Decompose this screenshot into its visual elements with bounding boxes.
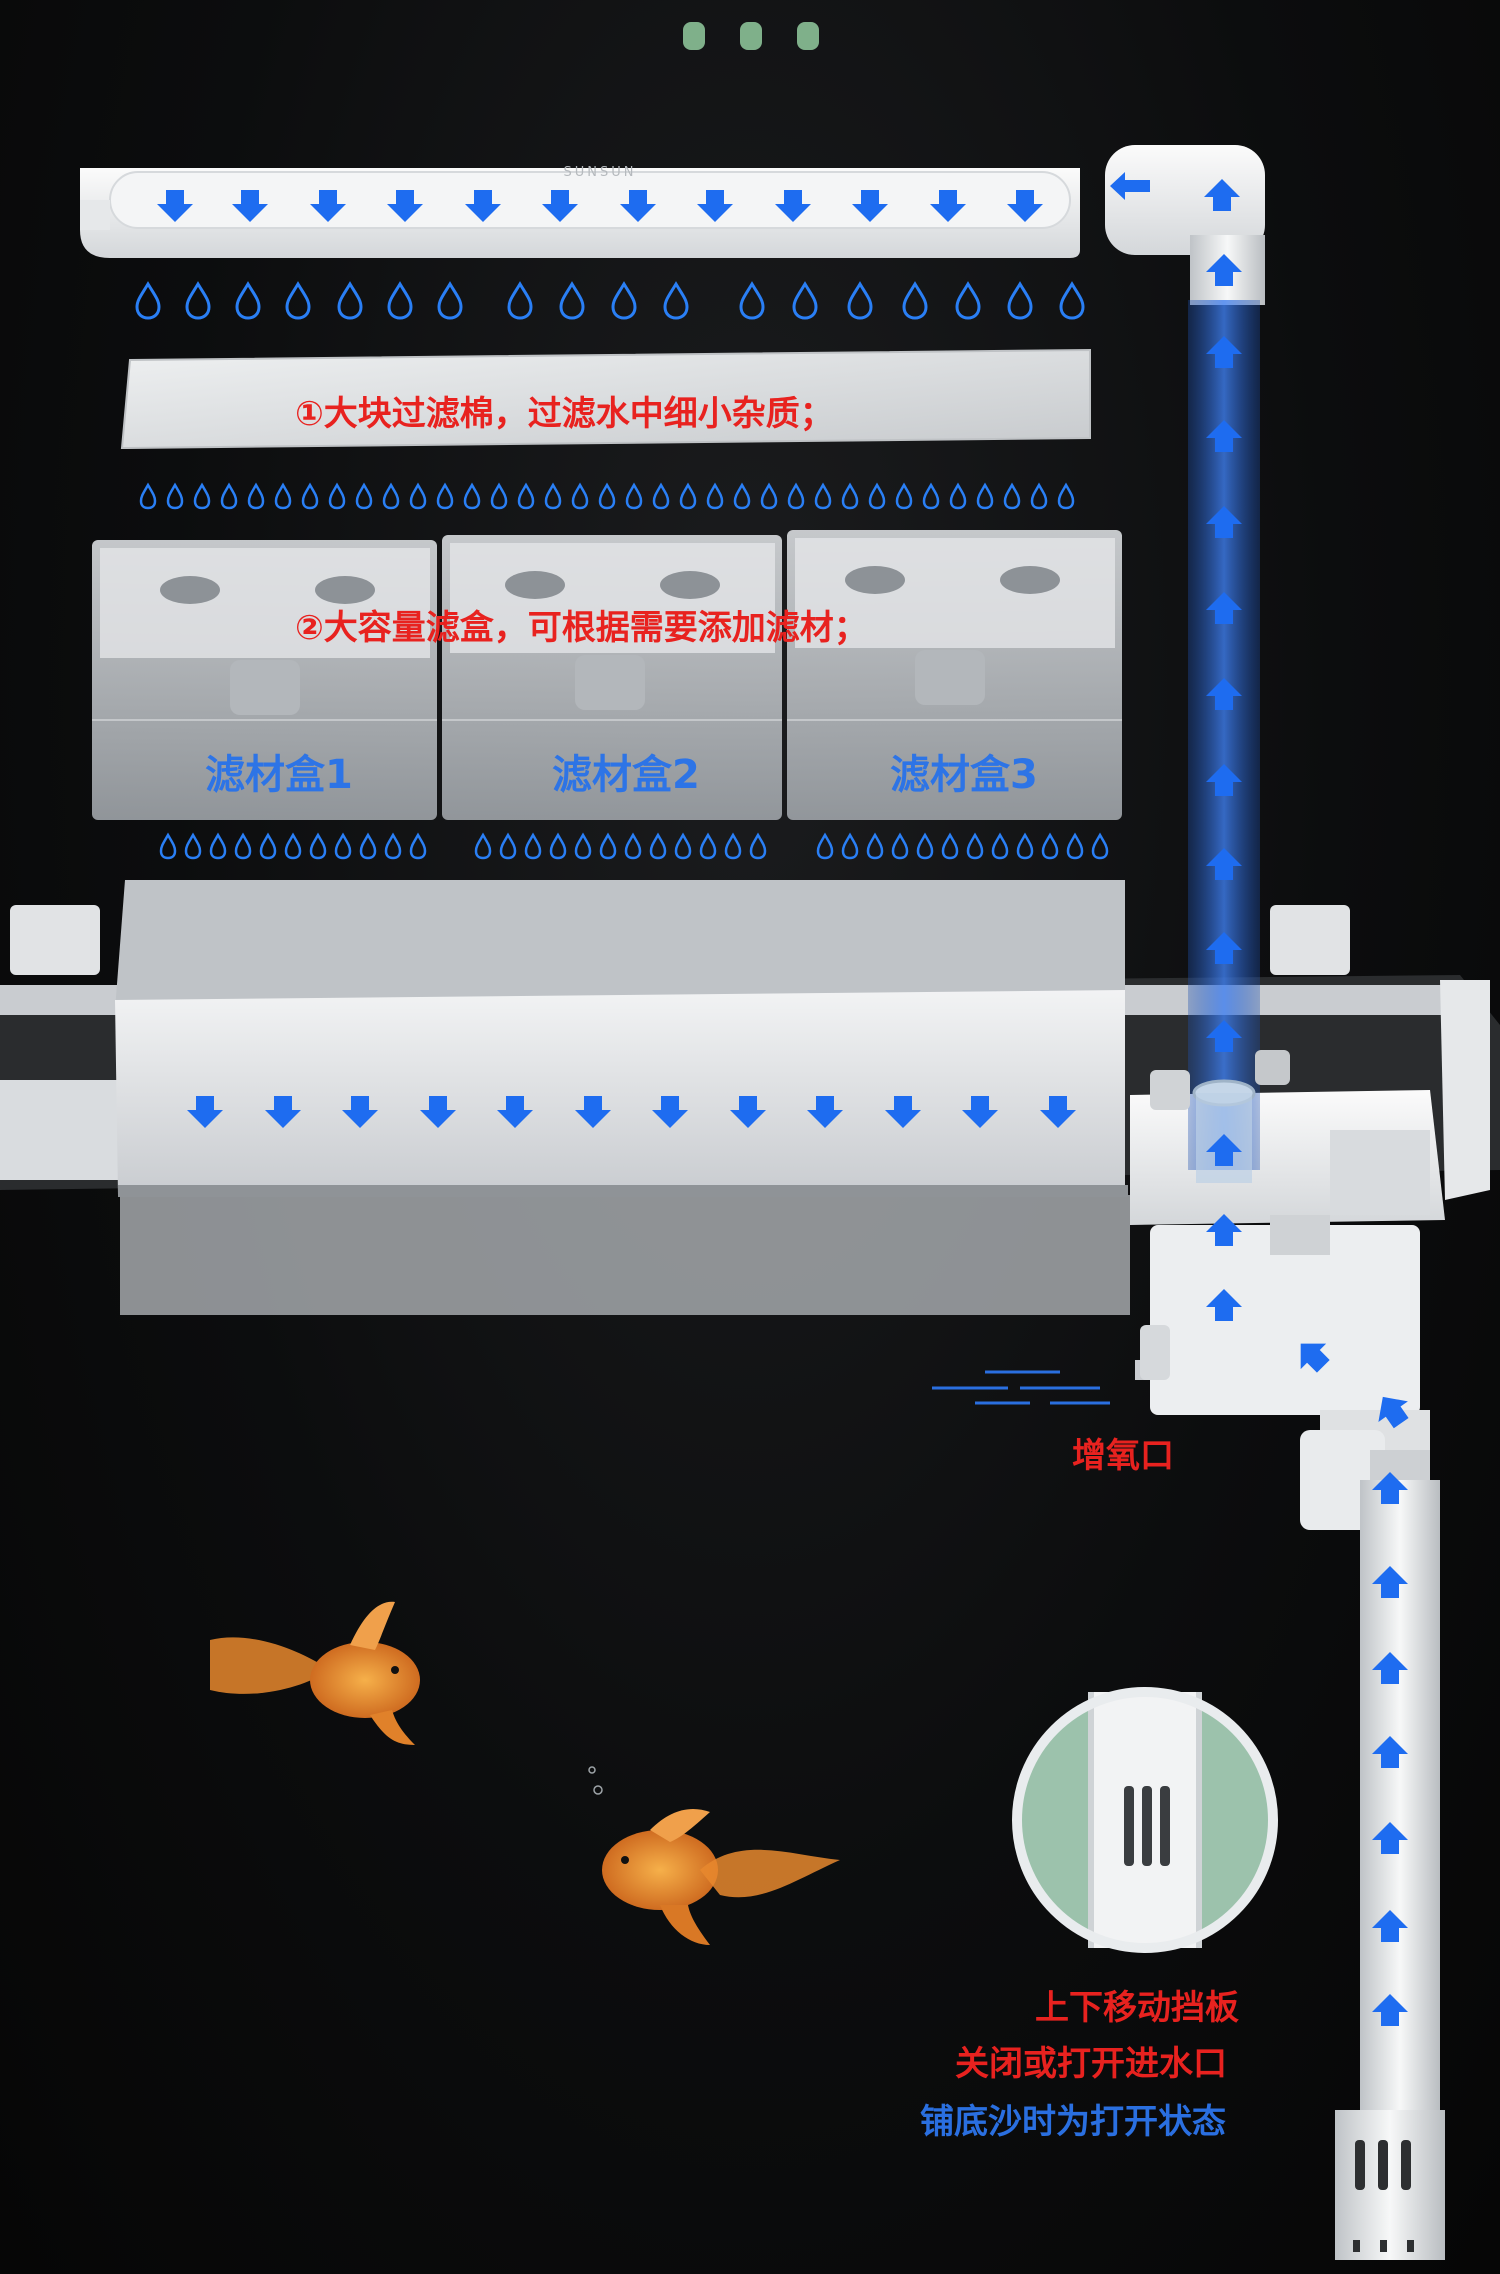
media-box-2 bbox=[442, 535, 782, 820]
water-drop-row-3 bbox=[159, 833, 1109, 860]
water-drop-row-2 bbox=[139, 483, 1075, 510]
media-box-label: ②大容量滤盒，可根据需要添加滤材； bbox=[295, 608, 868, 648]
media-box-3-label: 滤材盒3 bbox=[890, 752, 1038, 798]
oxygen-outlet-label: 增氧口 bbox=[1072, 1436, 1174, 1476]
media-box-1-label: 滤材盒1 bbox=[205, 752, 353, 798]
intake-tube bbox=[1335, 1480, 1445, 2260]
sponge-label: ①大块过滤棉，过滤水中细小杂质； bbox=[295, 394, 834, 434]
media-box-2-label: 滤材盒2 bbox=[552, 752, 700, 798]
pump-housing bbox=[1130, 1090, 1445, 1530]
page-indicator-dots[interactable] bbox=[683, 22, 819, 50]
filter-sponge bbox=[120, 348, 1091, 450]
water-drop-row-1 bbox=[135, 282, 1085, 320]
arrow-icon bbox=[1110, 172, 1150, 200]
goldfish-2 bbox=[588, 1766, 840, 1945]
media-box-1 bbox=[92, 540, 437, 820]
goldfish-1 bbox=[210, 1601, 420, 1745]
media-box-3 bbox=[787, 530, 1122, 820]
baffle-label-line-2: 关闭或打开进水口 bbox=[955, 2044, 1227, 2084]
main-filter-tray bbox=[115, 880, 1130, 1315]
top-tray-flow-arrows bbox=[157, 172, 1240, 222]
baffle-detail-zoom bbox=[1012, 1687, 1278, 1953]
brand-mark: SUNSUN bbox=[564, 165, 637, 180]
baffle-label-line-1: 上下移动挡板 bbox=[1035, 1988, 1239, 2028]
top-drip-tray: SUNSUN bbox=[80, 145, 1265, 305]
oxygen-outlet-marks bbox=[932, 1370, 1110, 1405]
baffle-label-line-3: 铺底沙时为打开状态 bbox=[920, 2102, 1226, 2142]
